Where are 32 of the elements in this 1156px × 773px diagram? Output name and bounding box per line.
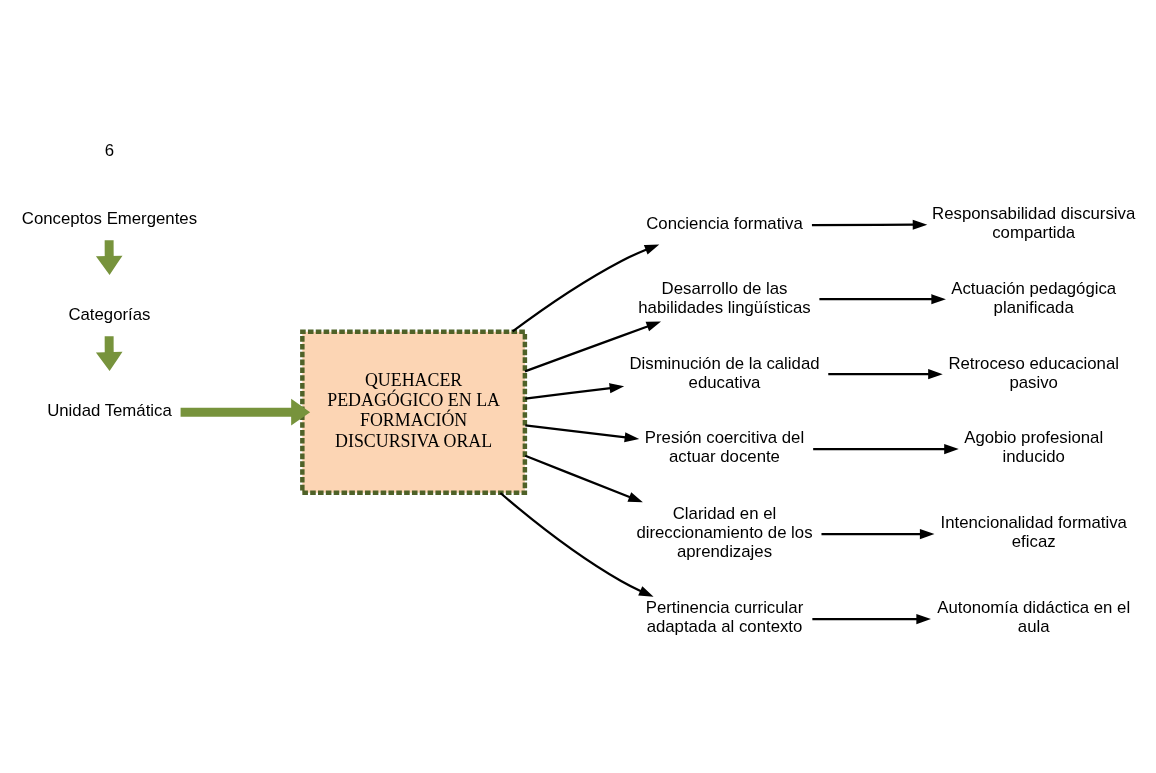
node-text: Claridad en el direccionamiento de los aprendizajes [636, 503, 813, 561]
arrow [813, 443, 959, 454]
arrow [525, 423, 640, 442]
node-text: Desarrollo de las habilidades lingüísticas [638, 278, 811, 317]
arrow [524, 321, 662, 372]
node-text: Intencionalidad formativa eficaz [940, 512, 1127, 551]
node-text: Categorías [68, 304, 151, 324]
arrow [180, 398, 311, 425]
arrow [499, 491, 654, 597]
arrow [95, 239, 123, 275]
arrow [811, 219, 928, 230]
node-text: Conciencia formativa [646, 213, 803, 233]
label: 6 [104, 140, 115, 160]
node-text: Pertinencia curricular adaptada al contexto [645, 597, 804, 636]
arrow [95, 335, 123, 371]
node-text: Disminución de la calidad educativa [629, 353, 820, 392]
node-text: Responsabilidad discursiva compartida [932, 203, 1136, 242]
node-text: Actuación pedagógica planificada [951, 278, 1117, 317]
node-text: Agobio profesional inducido [964, 427, 1104, 466]
node-box: QUEHACER PEDAGÓGICO EN LA FORMACIÓN DISCURSIVA ORAL [300, 328, 528, 495]
arrow [524, 454, 643, 502]
node-text: Retroceso educacional pasivo [948, 353, 1119, 392]
arrow [828, 368, 943, 379]
node-text: Unidad Temática [47, 400, 172, 420]
arrow [821, 528, 935, 539]
arrow [812, 613, 931, 624]
node-text: Autonomía didáctica en el aula [937, 597, 1131, 636]
arrow [819, 293, 946, 304]
node-text: Conceptos Emergentes [21, 208, 198, 228]
node-text: Presión coercitiva del actuar docente [644, 427, 805, 466]
arrow [511, 244, 660, 332]
arrow [525, 382, 625, 400]
